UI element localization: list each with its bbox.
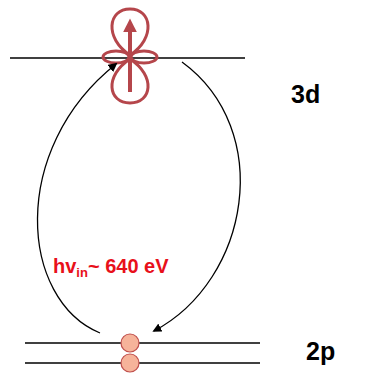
orbital-ring-right [131,51,157,63]
photon-symbol: hv [53,255,76,277]
level-line-2p-upper [25,342,260,344]
level-line-2p-lower [25,362,260,364]
spin-arrow [128,24,132,92]
emission-arrow [154,62,240,331]
level-label: 3d [291,82,320,107]
orbital-ring-left [103,51,129,63]
absorption-arrow [37,64,116,333]
level-label: 2p [306,339,335,364]
photon-energy-label: hvin~ 640 eV [50,255,172,280]
electron-lower [121,354,139,372]
photon-energy: ~ 640 eV [88,255,169,277]
electron-upper [121,334,139,352]
d-orbital [103,9,157,103]
photon-subscript: in [76,265,88,280]
